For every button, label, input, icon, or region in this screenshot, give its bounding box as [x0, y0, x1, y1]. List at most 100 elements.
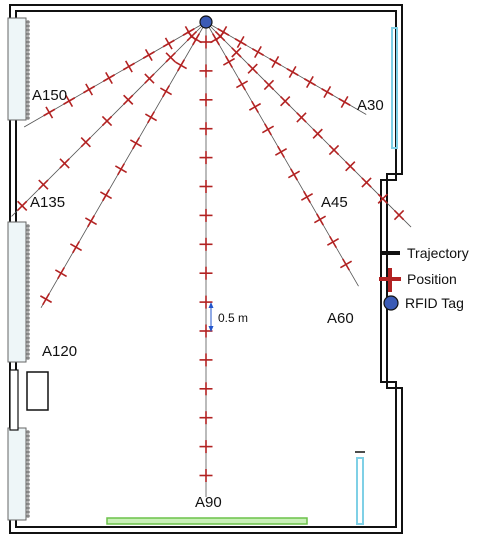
radiator-fin: [26, 264, 30, 268]
radiator-fin: [26, 252, 30, 256]
left-window-3: [7, 427, 27, 521]
radiator-fin: [26, 236, 30, 240]
radiator-fin: [26, 454, 30, 458]
radiator-fin: [26, 260, 30, 264]
position-marker: [339, 258, 353, 271]
position-marker: [251, 45, 264, 59]
position-marker: [377, 193, 388, 204]
label-a45: A45: [321, 194, 348, 211]
position-marker: [321, 85, 334, 99]
position-marker: [101, 115, 113, 127]
radiator-fin: [26, 72, 30, 76]
radiator-fin: [26, 232, 30, 236]
position-marker: [38, 179, 49, 190]
position-marker: [199, 64, 213, 78]
radiator-fin: [26, 506, 30, 510]
position-marker: [345, 161, 356, 172]
position-marker: [199, 411, 213, 425]
position-marker: [300, 190, 314, 203]
radiator-fin: [26, 450, 30, 454]
position-marker: [102, 71, 116, 85]
radiator-fin: [26, 112, 30, 116]
radiator-fin: [26, 490, 30, 494]
left-window-2: [7, 221, 27, 363]
radiator-fin: [26, 76, 30, 80]
position-marker: [182, 25, 195, 39]
radiator-fin: [26, 300, 30, 304]
legend-position-swatch: [379, 268, 401, 292]
radiator-fin: [26, 304, 30, 308]
legend: Trajectory Position RFID Tag: [379, 245, 469, 311]
left-wall-fixtures: [7, 17, 49, 521]
position-marker: [326, 235, 340, 248]
radiator-fin: [26, 462, 30, 466]
radiator-fin: [26, 116, 30, 120]
radiator-fin: [26, 40, 30, 44]
radiator-fin: [26, 96, 30, 100]
radiator-fin: [26, 268, 30, 272]
position-marker: [286, 65, 299, 79]
radiator-fin: [26, 292, 30, 296]
legend-trajectory-label: Trajectory: [407, 245, 469, 261]
position-marker: [269, 55, 282, 69]
position-marker: [144, 73, 155, 84]
radiator-fin: [26, 280, 30, 284]
radiator-fin: [26, 470, 30, 474]
position-marker: [234, 35, 247, 49]
radiator-fin: [26, 486, 30, 490]
radiator-fin: [26, 502, 30, 506]
radiator-fin: [26, 498, 30, 502]
position-marker: [312, 128, 323, 139]
position-marker: [162, 37, 175, 50]
window-top-right: [391, 27, 398, 149]
position-marker: [59, 158, 70, 169]
position-marker: [83, 83, 96, 96]
label-a60: A60: [327, 310, 354, 327]
position-marker: [261, 123, 275, 136]
radiator-fin: [26, 272, 30, 276]
radiator-fin: [26, 434, 30, 438]
position-marker: [338, 95, 351, 109]
position-marker: [296, 112, 307, 123]
radiator-fin: [26, 320, 30, 324]
legend-position-label: Position: [407, 271, 457, 287]
radiator-fin: [26, 316, 30, 320]
radiator-fin: [26, 514, 30, 518]
spacing-annotation: 0.5 m: [208, 302, 248, 332]
position-marker: [361, 177, 372, 188]
outer-wall: [9, 4, 403, 534]
position-marker: [122, 60, 135, 73]
position-marker: [174, 59, 188, 72]
position-marker: [222, 55, 236, 68]
radiator-fin: [26, 324, 30, 328]
position-marker: [199, 440, 213, 454]
position-marker: [328, 144, 340, 156]
radiator-fin: [26, 244, 30, 248]
trajectory-layer: [11, 21, 412, 497]
radiator-fin: [26, 28, 30, 32]
position-marker: [199, 382, 213, 396]
left-window-1: [7, 17, 27, 121]
radiator-fin: [26, 60, 30, 64]
radiator-fin: [26, 442, 30, 446]
position-marker: [199, 151, 213, 165]
window-bottom-right: [356, 457, 364, 525]
radiator-fin: [26, 336, 30, 340]
position-marker: [123, 94, 134, 105]
left-pillar: [9, 369, 19, 431]
position-marker: [43, 106, 56, 119]
radiator-fin: [26, 108, 30, 112]
radiator-fin: [26, 328, 30, 332]
radiator-fin: [26, 296, 30, 300]
position-marker: [231, 47, 242, 58]
position-marker: [199, 237, 213, 251]
radiator-fin: [26, 88, 30, 92]
radiator-fin: [26, 430, 30, 434]
radiator-fin: [26, 332, 30, 336]
legend-rfid-swatch: [383, 295, 399, 311]
radiator-fin: [26, 438, 30, 442]
radiator-fin: [26, 32, 30, 36]
radiator-fin: [26, 80, 30, 84]
position-marker: [303, 75, 316, 89]
